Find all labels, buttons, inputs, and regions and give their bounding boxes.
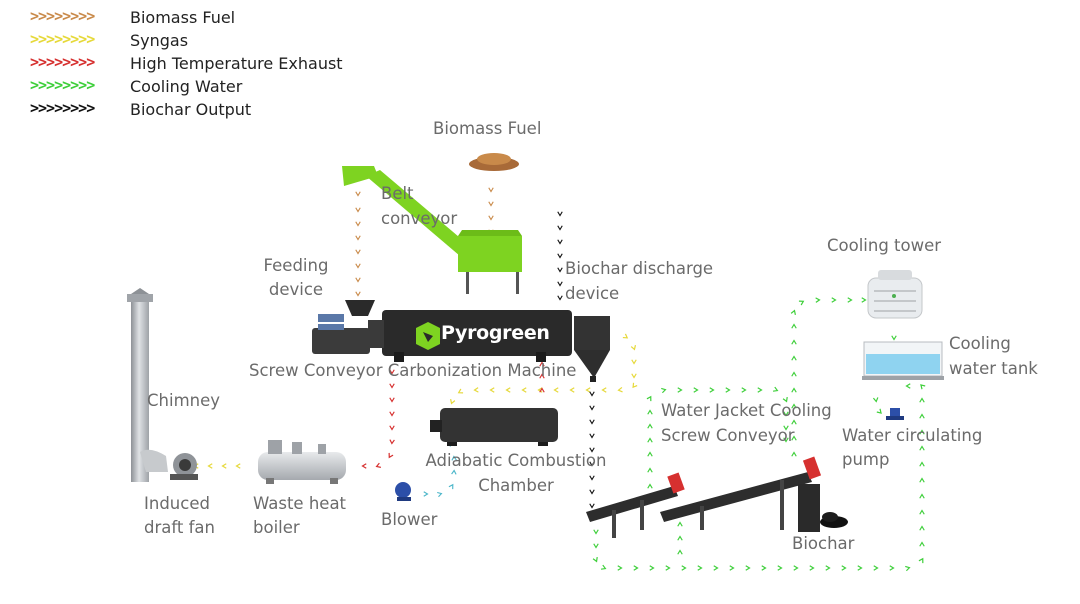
label-water-pump-line2: pump	[842, 450, 890, 469]
legend-label: Cooling Water	[130, 77, 243, 96]
induced-draft-fan	[140, 449, 198, 480]
label-cooling-tank-line1: Cooling	[949, 334, 1011, 353]
legend-label: Biomass Fuel	[130, 8, 236, 27]
label-water-pump-line1: Water circulating	[842, 426, 983, 445]
label-belt-conveyor-line2: conveyor	[381, 209, 458, 228]
biochar-pile	[820, 512, 848, 528]
legend-label: Biochar Output	[130, 100, 252, 119]
label-waste-heat-boiler-line2: boiler	[253, 518, 300, 537]
label-induced-draft-fan-line1: Induced	[144, 494, 210, 513]
biochar-discharge-device	[574, 316, 610, 382]
waste-heat-boiler	[258, 440, 346, 484]
adiabatic-combustion-chamber	[430, 408, 558, 446]
legend-arrows: >>>>>>>>	[30, 53, 95, 71]
legend-label: High Temperature Exhaust	[130, 54, 343, 73]
water-jacket-cooling-screw-conveyor	[586, 456, 822, 538]
cooling-water-tank	[862, 341, 944, 380]
label-biochar: Biochar	[792, 534, 855, 553]
label-adiabatic-line2: Chamber	[478, 476, 554, 495]
legend-arrows: >>>>>>>>	[30, 99, 95, 117]
screw-conveyor-carbonization-machine	[312, 300, 572, 362]
blower	[395, 482, 411, 501]
belt-conveyor	[342, 166, 522, 294]
label-chimney: Chimney	[147, 391, 221, 410]
label-biomass-fuel: Biomass Fuel	[433, 119, 542, 138]
biomass-fuel-pile	[469, 153, 519, 171]
label-induced-draft-fan-line2: draft fan	[144, 518, 215, 537]
cooling-tower	[867, 270, 923, 319]
legend-arrows: >>>>>>>>	[30, 76, 95, 94]
water-circulating-pump	[886, 408, 904, 420]
label-water-jacket-line1: Water Jacket Cooling	[661, 401, 832, 420]
label-cooling-tower: Cooling tower	[827, 236, 942, 255]
label-blower: Blower	[381, 510, 438, 529]
legend-label: Syngas	[130, 31, 189, 50]
label-biochar-discharge-line2: device	[565, 284, 620, 303]
label-adiabatic-line1: Adiabatic Combustion	[425, 451, 607, 470]
chimney	[127, 288, 153, 482]
legend-arrows: >>>>>>>>	[30, 30, 95, 48]
label-cooling-tank-line2: water tank	[949, 359, 1038, 378]
label-water-jacket-line2: Screw Conveyor	[661, 426, 795, 445]
label-waste-heat-boiler-line1: Waste heat	[253, 494, 347, 513]
legend-arrows: >>>>>>>>	[30, 7, 95, 25]
label-belt-conveyor-line1: Belt	[381, 184, 414, 203]
brand-logo-text: Pyrogreen	[441, 322, 550, 344]
label-feeding-device-line1: Feeding	[263, 256, 329, 275]
label-biochar-discharge-line1: Biochar discharge	[565, 259, 714, 278]
label-screw-conveyor-machine: Screw Conveyor Carbonization Machine	[249, 361, 577, 380]
label-feeding-device-line2: device	[268, 280, 324, 299]
